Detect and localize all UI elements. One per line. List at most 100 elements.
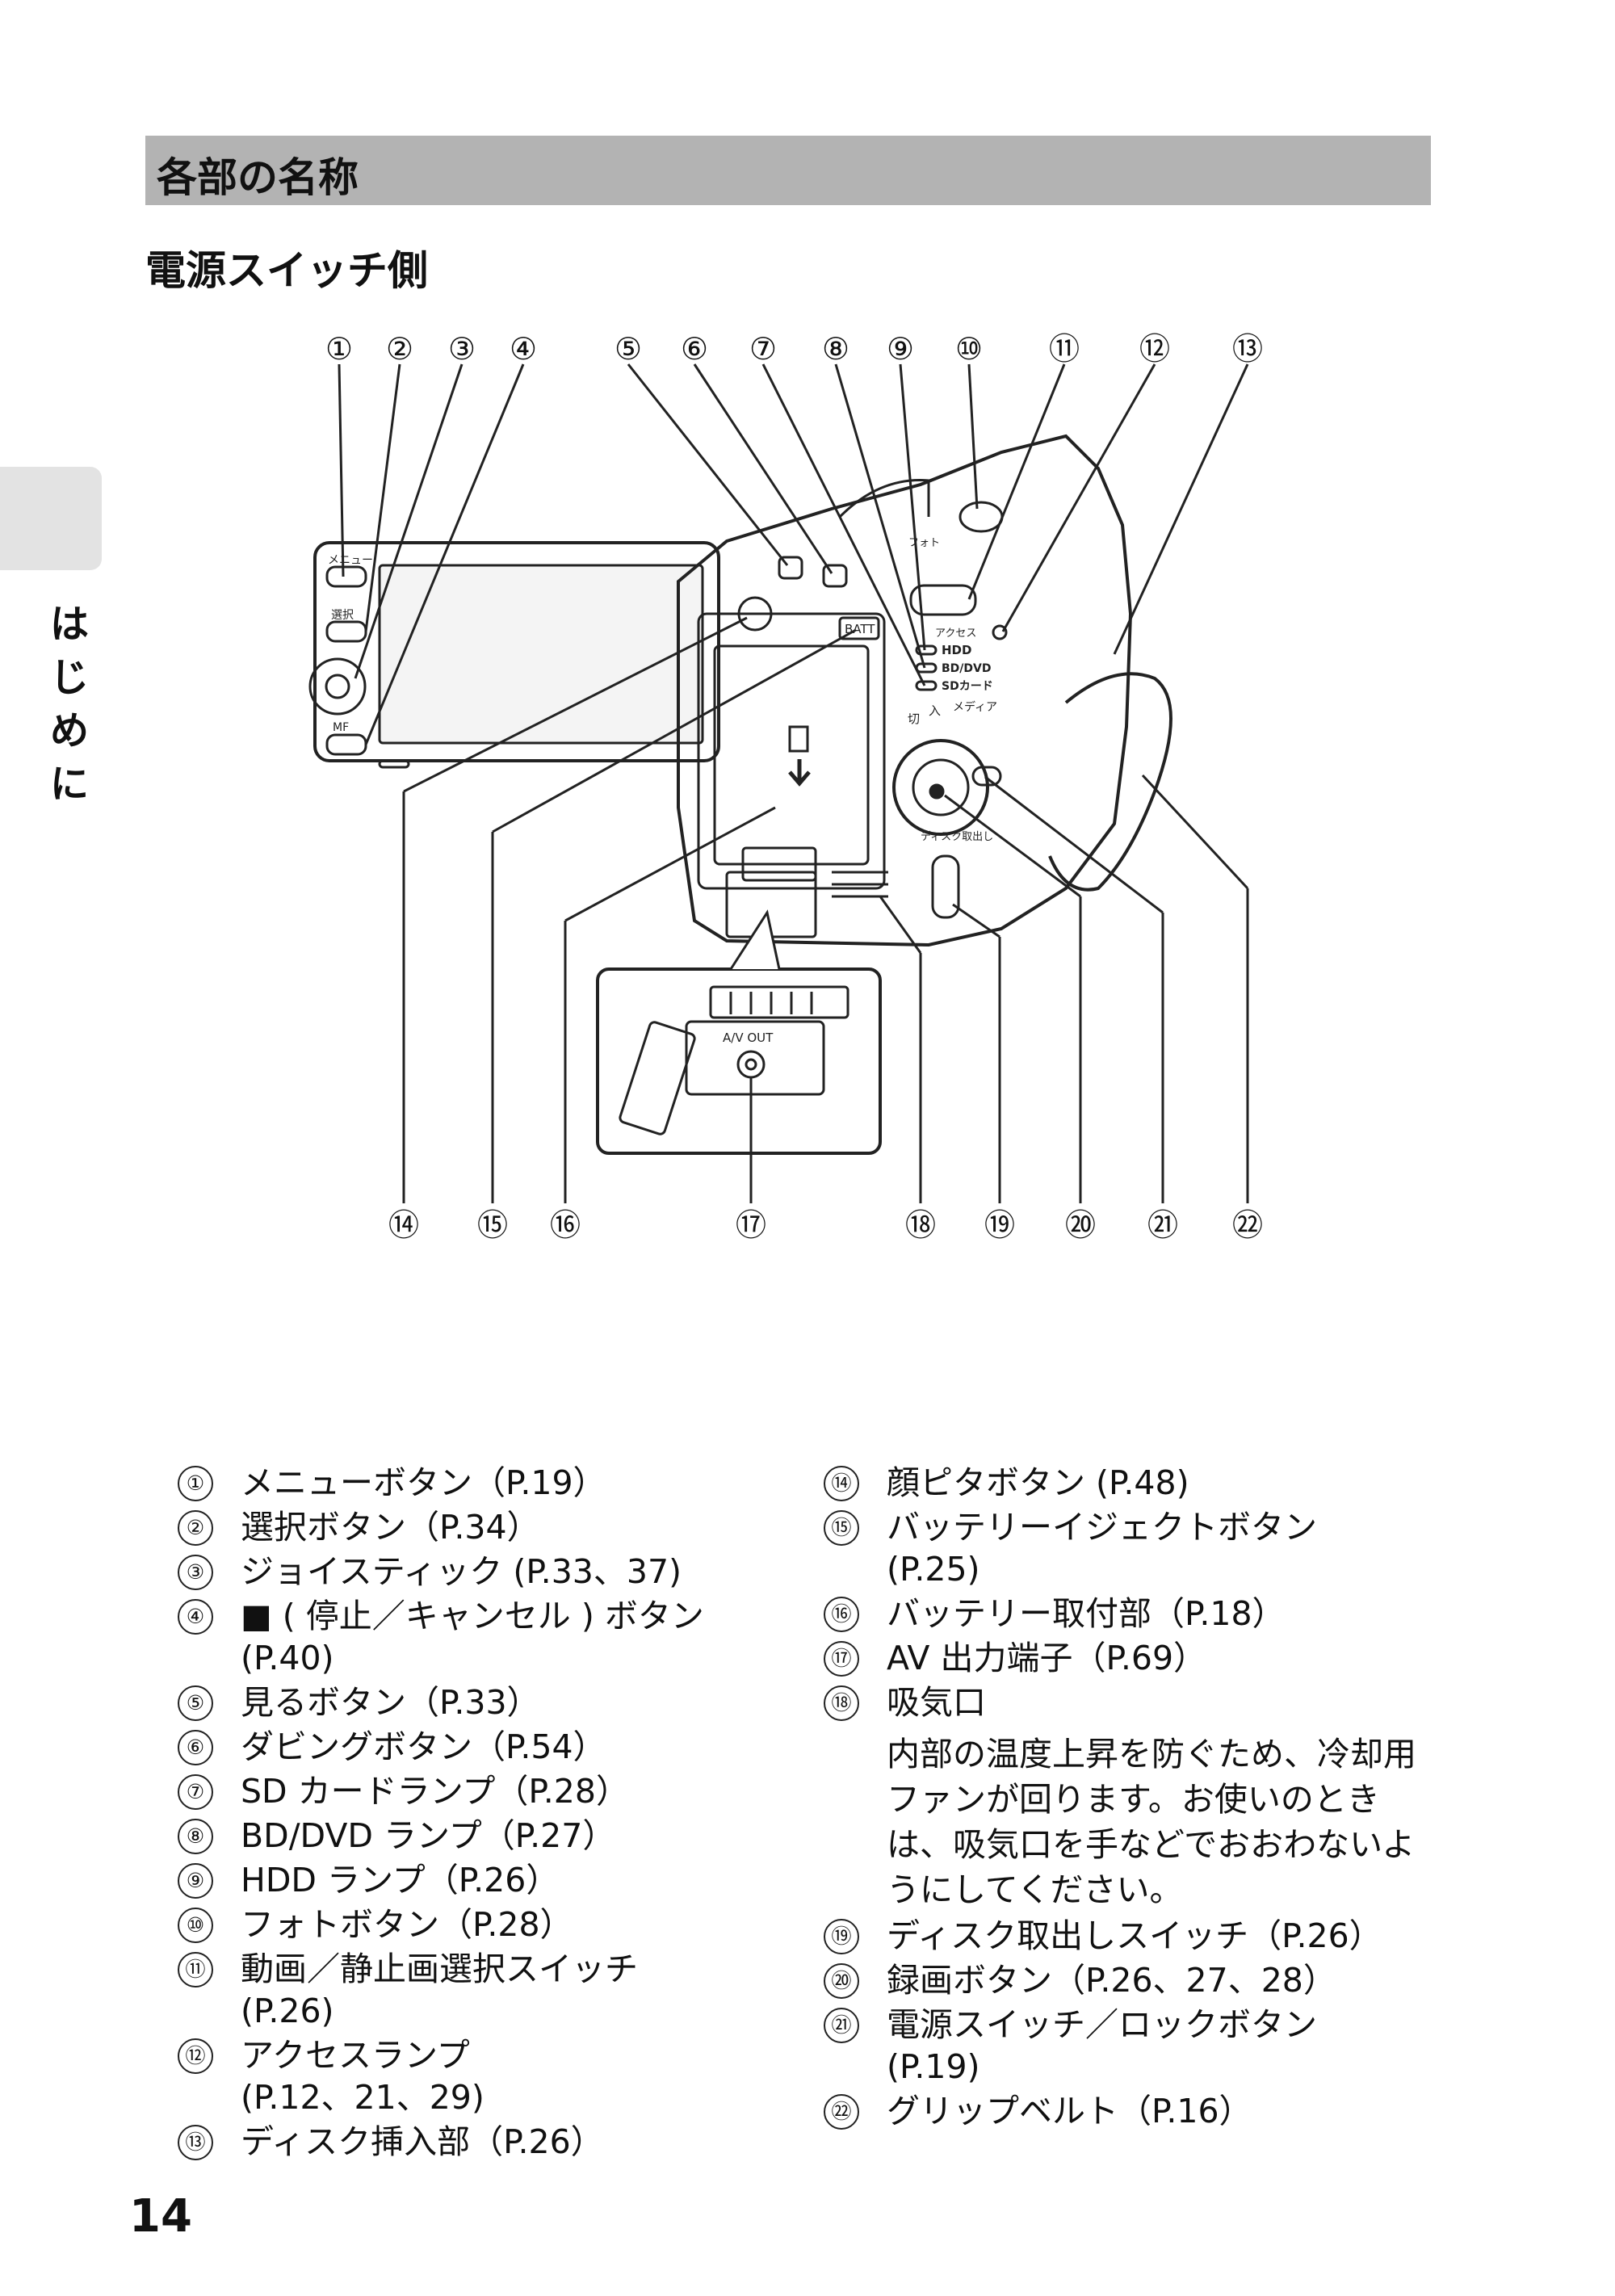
callout-16: ⑯	[550, 1207, 581, 1243]
bddvd-lamp	[915, 662, 938, 674]
hdd-label: HDD	[942, 643, 971, 657]
legend-item: ⑭ 顔ピタボタン (P.48)	[816, 1462, 1429, 1504]
legend-label: 電源スイッチ／ロックボタン	[887, 2005, 1317, 2044]
av-out-label: A/V OUT	[723, 1030, 774, 1045]
legend-description: 内部の温度上昇を防ぐため、冷却用ファンが回ります。お使いのときは、吸気口を手など…	[887, 1735, 1416, 1909]
legend-number: ⑮	[824, 1510, 859, 1546]
battery-symbol-icon	[788, 725, 809, 753]
legend-number: ㉒	[824, 2094, 859, 2130]
lcd-screen	[378, 564, 704, 745]
side-tab	[0, 467, 102, 570]
vent	[832, 871, 888, 898]
legend-number: ①	[178, 1466, 213, 1501]
callout-3: ③	[448, 331, 476, 367]
lock-button	[971, 766, 1002, 787]
legend-item: ⑨ HDD ランプ（P.26）	[170, 1859, 783, 1901]
lens-hood	[838, 479, 930, 518]
subheading: 電源スイッチ側	[145, 247, 428, 294]
select-button	[325, 620, 367, 643]
legend-label: 見るボタン（P.33）	[241, 1683, 540, 1722]
menu-label: メニュー	[328, 554, 373, 567]
legend-label: ダビングボタン（P.54）	[241, 1727, 606, 1766]
battery-compartment	[697, 612, 886, 890]
side-chapter-label: は じ め に	[47, 598, 92, 811]
callout-19: ⑲	[984, 1207, 1015, 1243]
callout-4: ④	[510, 331, 537, 367]
mf-label: MF	[333, 721, 349, 734]
legend-label: AV 出力端子（P.69）	[887, 1639, 1207, 1677]
legend-label: BD/DVD ランプ（P.27）	[241, 1816, 616, 1855]
legend-number: ⑰	[824, 1641, 859, 1677]
side-label-char: は	[49, 602, 89, 647]
photo-label: フォト	[908, 537, 940, 549]
callout-8: ⑧	[822, 331, 849, 367]
legend-number: ⑬	[178, 2125, 213, 2160]
inset-cover-flap	[619, 1021, 696, 1135]
legend-label: ディスク取出しスイッチ（P.26）	[887, 1916, 1382, 1955]
section-title: 各部の名称	[157, 154, 359, 201]
callout-12: ⑫	[1139, 331, 1170, 367]
callout-10: ⑩	[955, 331, 983, 367]
dubbing-button	[822, 564, 848, 588]
grip-belt	[1048, 672, 1172, 892]
power-on-label: 入	[929, 703, 941, 718]
legend-number: ⑳	[824, 1963, 859, 1999]
legend-number: ⑦	[178, 1774, 213, 1810]
face-button	[737, 596, 773, 632]
disc-eject-switch	[931, 854, 960, 919]
inset-connector	[709, 985, 849, 1019]
legend-number: ⑨	[178, 1863, 213, 1899]
callout-7: ⑦	[749, 331, 777, 367]
legend-label: SD カードランプ（P.28）	[241, 1772, 629, 1811]
menu-button	[325, 565, 367, 588]
legend-item: ⑧ BD/DVD ランプ（P.27）	[170, 1815, 783, 1857]
side-label-char: じ	[49, 655, 89, 700]
callout-17: ⑰	[736, 1207, 766, 1243]
callout-5: ⑤	[615, 331, 642, 367]
legend-number: ⑥	[178, 1730, 213, 1765]
lcd-panel	[313, 541, 720, 762]
legend-label: HDD ランプ（P.26）	[241, 1861, 560, 1899]
legend-number: ⑧	[178, 1819, 213, 1854]
callout-13: ⑬	[1232, 331, 1263, 367]
legend-item: ④■ ( 停止／キャンセル ) ボタン(P.40)	[170, 1595, 783, 1679]
camcorder-diagram: メニュー 選択 MF BATT HDD BD/DVD SDカード アクセス フォ…	[308, 331, 1263, 1243]
callout-22: ㉒	[1232, 1207, 1263, 1243]
legend-item: ⑥ ダビングボタン（P.54）	[170, 1726, 783, 1768]
legend-label: 動画／静止画選択スイッチ	[241, 1950, 638, 1988]
legend-label: ディスク挿入部（P.26）	[241, 2122, 604, 2161]
inset-plate	[685, 1020, 825, 1096]
legend-ref: (P.40)	[241, 1639, 334, 1677]
joystick	[308, 657, 367, 716]
legend-number: ⑩	[178, 1908, 213, 1943]
callout-9: ⑨	[887, 331, 914, 367]
legend-item: ⑳ 録画ボタン（P.26、27、28）	[816, 1959, 1429, 2001]
inset-pointer	[729, 909, 781, 970]
callout-14: ⑭	[388, 1207, 419, 1243]
sd-lamp	[915, 680, 938, 691]
side-label-char: に	[49, 762, 89, 807]
legend-label: バッテリー取付部（P.18）	[887, 1594, 1286, 1633]
legend-ref: (P.26)	[241, 1992, 334, 2030]
section-title-bar: 各部の名称	[145, 136, 1431, 205]
side-label-char: め	[49, 708, 89, 753]
legend-label: 録画ボタン（P.26、27、28）	[887, 1961, 1336, 2000]
access-lamp	[992, 624, 1008, 640]
access-label: アクセス	[935, 628, 976, 640]
battery-arrow-icon	[788, 759, 811, 787]
av-out-jack	[736, 1050, 766, 1079]
bddvd-label: BD/DVD	[942, 662, 991, 675]
joystick-center	[325, 674, 350, 699]
legend-number: ⑱	[824, 1685, 859, 1721]
legend-label: 顔ピタボタン (P.48)	[887, 1463, 1189, 1502]
callout-18: ⑱	[905, 1207, 936, 1243]
legend-item: ⑬ ディスク挿入部（P.26）	[170, 2121, 783, 2163]
legend-number: ⑭	[824, 1466, 859, 1501]
